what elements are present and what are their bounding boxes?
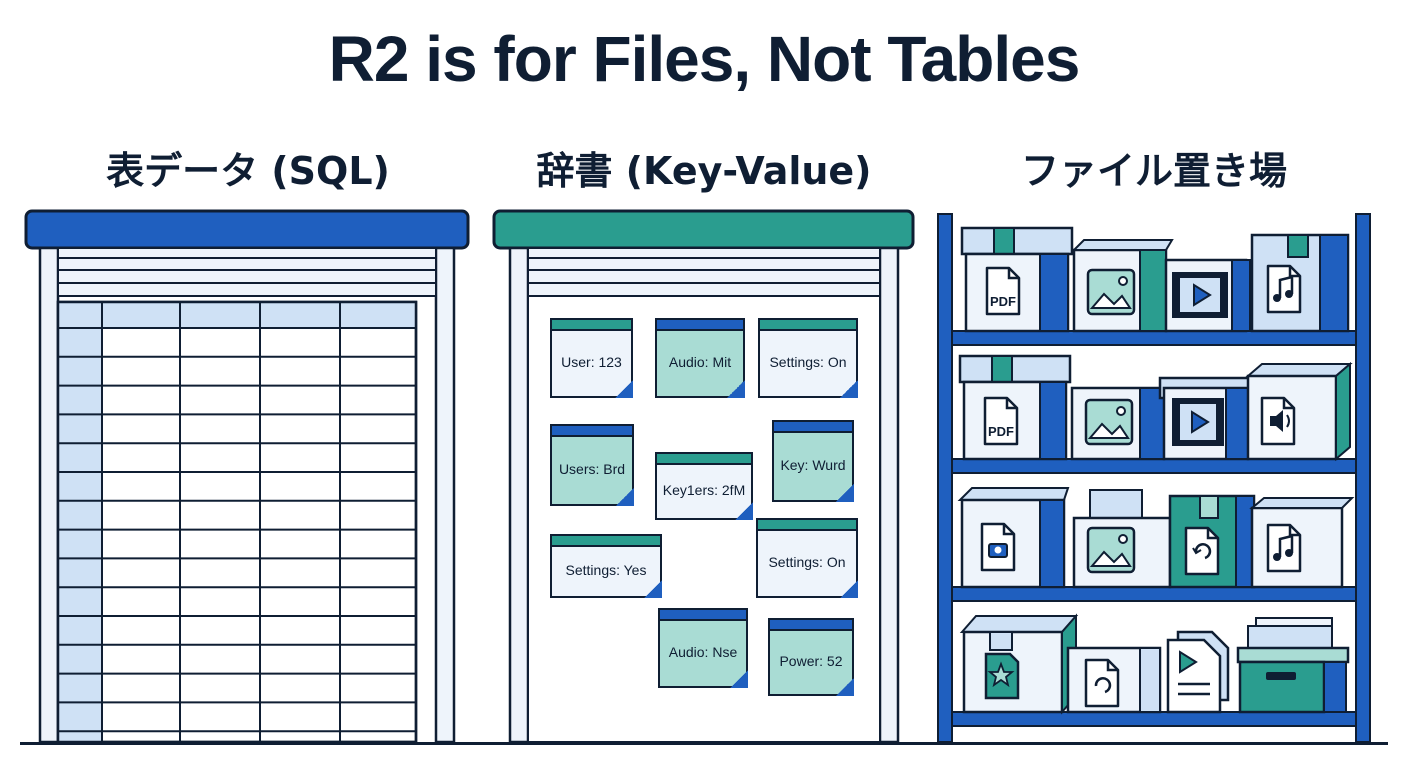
- note-fold-corner: [644, 580, 662, 598]
- note-text: Settings: On: [769, 354, 847, 370]
- archive-box-4: [1236, 617, 1350, 714]
- box-audio-2: [1245, 361, 1353, 462]
- document-stack-4: [1166, 630, 1230, 714]
- box-camera-3: [957, 487, 1070, 589]
- note-strip: [552, 320, 631, 331]
- kv-note: Key1ers: 2fM: [655, 452, 753, 520]
- box-video-1: [1164, 258, 1251, 333]
- note-fold-corner: [840, 580, 858, 598]
- box-music-3: [1249, 497, 1355, 589]
- note-fold-corner: [735, 502, 753, 520]
- note-text: Audio: Mit: [668, 354, 732, 370]
- note-fold-corner: [616, 488, 634, 506]
- note-text: Power: 52: [779, 653, 843, 669]
- box-sync-3: [1168, 494, 1256, 589]
- sync-icon: [1084, 658, 1120, 708]
- box-pdf-1: [960, 226, 1074, 333]
- video-icon: [1193, 283, 1212, 307]
- note-strip: [660, 610, 746, 621]
- note-fold-corner: [727, 380, 745, 398]
- pdf-label-1: PDF: [990, 294, 1016, 309]
- ground-line: [20, 742, 1388, 745]
- audio-icon: [1260, 396, 1296, 446]
- page-title: R2 is for Files, Not Tables: [328, 23, 1081, 95]
- kv-note: Settings: On: [758, 318, 858, 398]
- kv-note: Key: Wurd: [772, 420, 854, 502]
- note-text: Settings: Yes: [565, 562, 647, 578]
- kv-note: Power: 52: [768, 618, 854, 696]
- note-fold-corner: [730, 670, 748, 688]
- archive-box-icon: [1238, 660, 1326, 714]
- image-icon: [1086, 526, 1136, 574]
- note-text: Settings: On: [768, 554, 846, 570]
- pdf-label-2: PDF: [988, 424, 1014, 439]
- note-fold-corner: [836, 484, 854, 502]
- video-icon: [1191, 410, 1210, 434]
- kv-note: Settings: On: [756, 518, 858, 598]
- heading-kv: 辞書 (Key-Value): [536, 149, 872, 193]
- note-strip: [657, 320, 743, 331]
- note-strip: [758, 520, 856, 531]
- note-text: Key1ers: 2fM: [662, 482, 746, 498]
- note-text: Users: Brd: [558, 461, 626, 477]
- sync-icon: [1184, 526, 1220, 576]
- note-fold-corner: [840, 380, 858, 398]
- note-fold-corner: [615, 380, 633, 398]
- heading-files: ファイル置き場: [1020, 149, 1287, 193]
- note-text: User: 123: [561, 354, 622, 370]
- box-music-1: [1250, 233, 1350, 333]
- heading-sql: 表データ (SQL): [106, 149, 390, 193]
- box-pdf-2: [958, 354, 1072, 461]
- note-strip: [770, 620, 852, 631]
- box-video-2: [1158, 376, 1254, 461]
- box-sync-4: [1066, 646, 1162, 714]
- music-icon: [1266, 264, 1302, 314]
- kv-note: Audio: Nse: [658, 608, 748, 688]
- image-icon: [1086, 268, 1136, 316]
- kv-note: User: 123: [550, 318, 633, 398]
- box-image-3: [1072, 489, 1172, 589]
- kv-note: Settings: Yes: [550, 534, 662, 598]
- note-strip: [657, 454, 751, 465]
- kv-note: Audio: Mit: [655, 318, 745, 398]
- box-image-1: [1071, 239, 1174, 333]
- camera-icon: [980, 522, 1016, 572]
- music-icon: [1266, 523, 1302, 573]
- box-image-2: [1070, 386, 1166, 461]
- note-strip: [774, 422, 852, 433]
- note-fold-corner: [836, 678, 854, 696]
- image-icon: [1084, 398, 1134, 446]
- sql-table-cabinet: [24, 209, 470, 744]
- note-text: Key: Wurd: [780, 457, 846, 473]
- note-strip: [760, 320, 856, 331]
- note-text: Audio: Nse: [668, 644, 738, 660]
- note-strip: [552, 426, 632, 437]
- box-star-4: [959, 613, 1079, 715]
- note-strip: [552, 536, 660, 547]
- kv-note: Users: Brd: [550, 424, 634, 506]
- document-icon: [1166, 638, 1222, 714]
- star-icon: [987, 661, 1015, 688]
